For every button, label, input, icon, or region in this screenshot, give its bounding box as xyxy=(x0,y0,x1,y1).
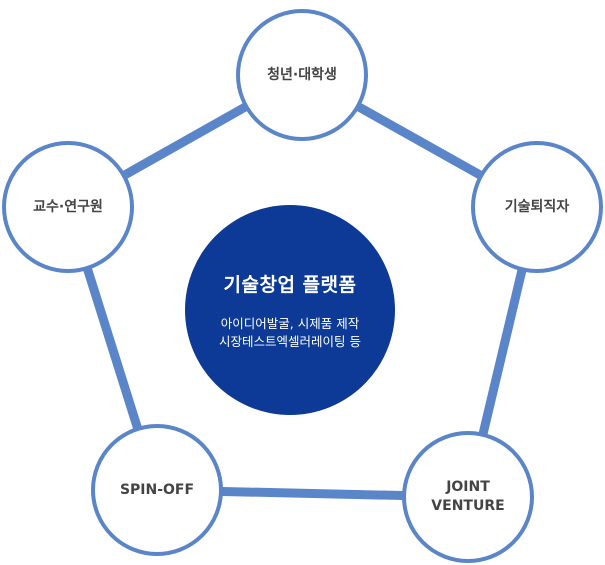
node-youth-student-label: 청년·대학생 xyxy=(267,66,337,83)
node-spin-off: SPIN-OFF xyxy=(91,424,223,556)
node-tech-retiree: 기술퇴직자 xyxy=(471,141,603,273)
node-professor-researcher-label: 교수·연구원 xyxy=(33,198,103,215)
node-joint-venture-label: JOINT VENTURE xyxy=(431,479,505,514)
node-joint-venture: JOINT VENTURE xyxy=(402,431,534,563)
node-professor-researcher: 교수·연구원 xyxy=(2,141,134,273)
center-description: 아이디어발굴, 시제품 제작 시장테스트엑셀러레이팅 등 xyxy=(219,315,361,349)
node-tech-retiree-label: 기술퇴직자 xyxy=(504,198,570,215)
center-title: 기술창업 플랫폼 xyxy=(223,273,357,296)
node-youth-student: 청년·대학생 xyxy=(236,9,368,141)
center-platform-circle: 기술창업 플랫폼 아이디어발굴, 시제품 제작 시장테스트엑셀러레이팅 등 xyxy=(185,205,395,415)
node-spin-off-label: SPIN-OFF xyxy=(119,481,195,498)
